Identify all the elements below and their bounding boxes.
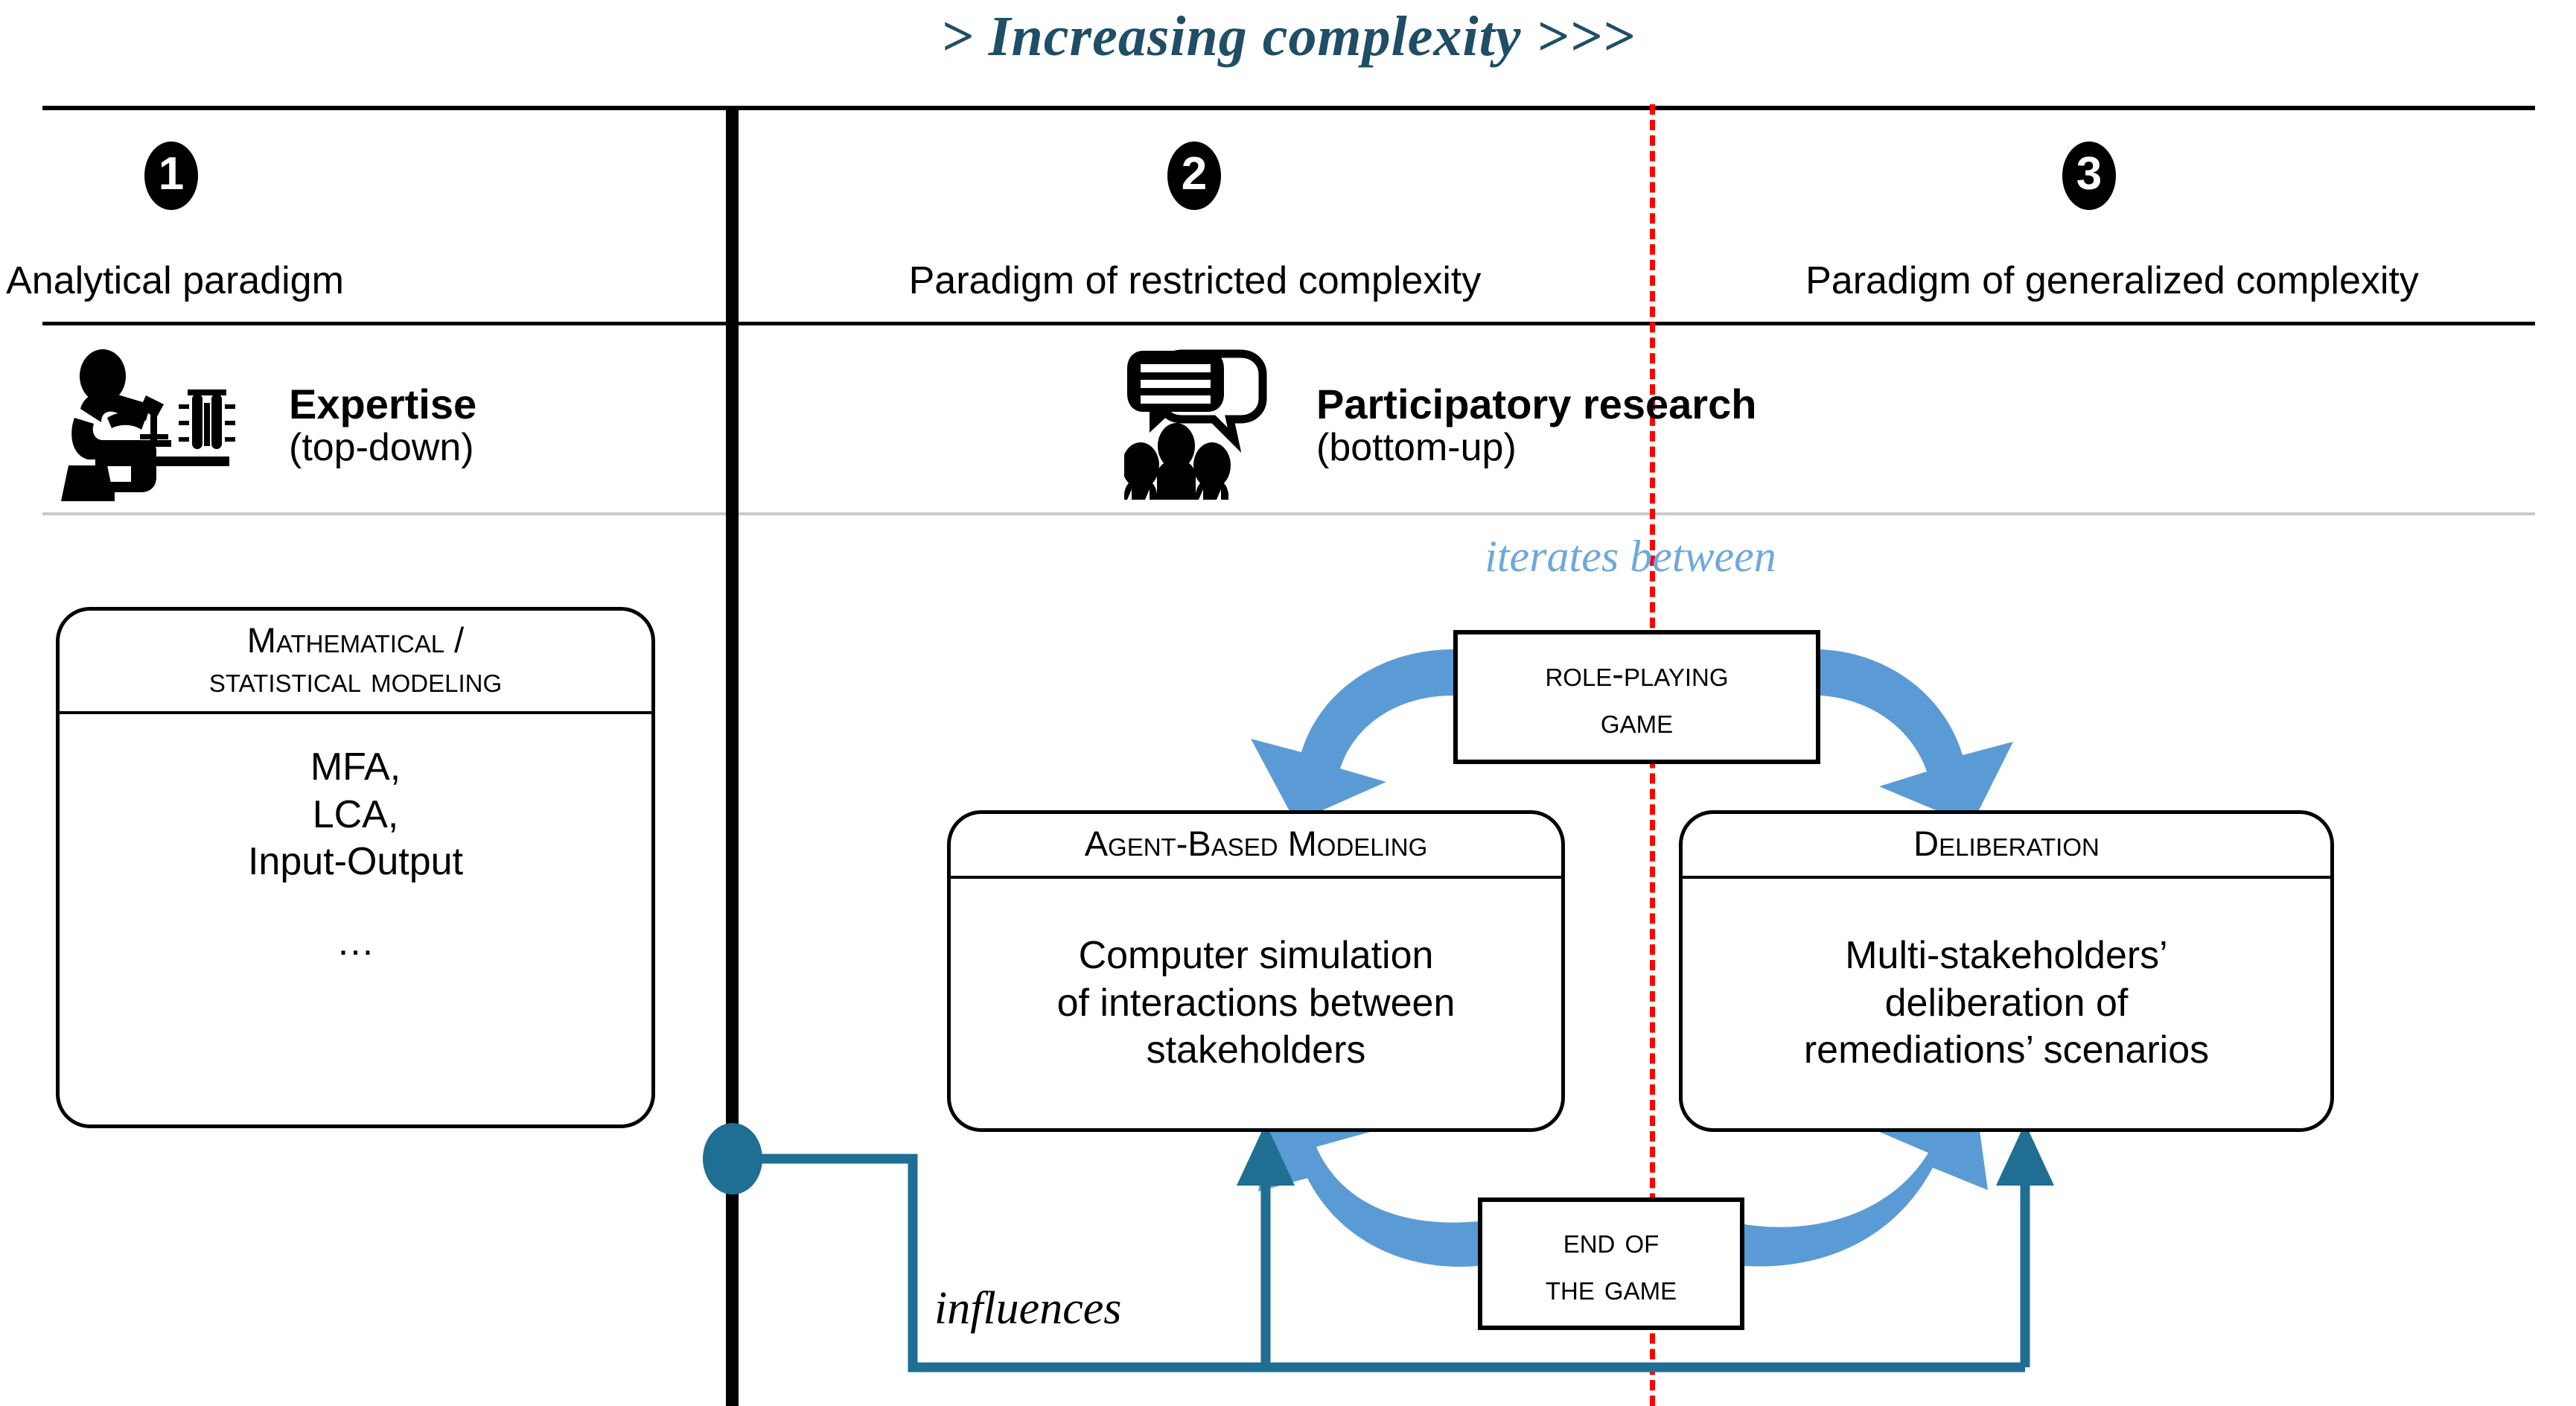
column-heading-restricted: Paradigm of restricted complexity — [908, 259, 1482, 302]
box-abm-header: Agent-Based Modeling — [951, 814, 1561, 879]
box-deliberation-header: Deliberation — [1683, 814, 2330, 879]
box-deliberation: Deliberation Multi-stakeholders’ deliber… — [1679, 810, 2334, 1132]
header-rule-light — [42, 512, 2535, 515]
label-iterates-between: iterates between — [1485, 532, 1776, 581]
approach-participatory-subtitle: (bottom-up) — [1316, 425, 1517, 469]
approach-expertise-text: Expertise (top-down) — [289, 381, 477, 469]
header-rule-top — [42, 106, 2535, 110]
box-math-header: Mathematical / statistical modeling — [60, 611, 651, 715]
approach-participatory-research: Participatory research (bottom-up) — [1122, 344, 2077, 508]
column-badge-1: 1 — [144, 141, 198, 210]
header-rule-middle — [42, 322, 2535, 325]
approach-participatory-title: Participatory research — [1316, 381, 1757, 427]
speech-bubble-group-icon — [1122, 346, 1303, 506]
box-math-ellipsis: … — [336, 920, 375, 964]
box-mathematical-statistical-modeling: Mathematical / statistical modeling MFA,… — [56, 607, 655, 1128]
teal-influences-connector — [703, 1123, 2054, 1372]
blue-arrow-rpg-to-abm — [1251, 649, 1453, 822]
approach-expertise-subtitle: (top-down) — [289, 425, 474, 469]
column-divider-black — [726, 106, 739, 1406]
box-abm-body: Computer simulation of interactions betw… — [1056, 934, 1456, 1072]
column-badge-3: 3 — [2062, 141, 2116, 210]
box-agent-based-modeling: Agent-Based Modeling Computer simulation… — [947, 810, 1565, 1132]
column-heading-generalized: Paradigm of generalized complexity — [1805, 259, 2419, 302]
page-title: > Increasing complexity >>> — [940, 5, 1636, 68]
approach-expertise: Expertise (top-down) — [52, 344, 707, 508]
box-deliberation-body: Multi-stakeholders’ deliberation of reme… — [1803, 934, 2210, 1072]
label-influences: influences — [934, 1283, 1122, 1334]
approach-participatory-text: Participatory research (bottom-up) — [1316, 381, 1757, 469]
blue-arrow-rpg-to-deliberation — [1820, 649, 2013, 825]
box-role-playing-game: Role-playing game — [1453, 630, 1820, 764]
scientist-at-bench-icon — [52, 346, 275, 506]
approach-expertise-title: Expertise — [289, 381, 477, 427]
column-heading-analytical: Analytical paradigm — [6, 259, 344, 302]
box-math-methods: MFA, LCA, Input-Output — [247, 745, 464, 884]
box-math-body: MFA, LCA, Input-Output … — [60, 714, 651, 1125]
column-badge-2: 2 — [1167, 141, 1221, 210]
box-end-of-the-game: End of the game — [1478, 1197, 1744, 1330]
